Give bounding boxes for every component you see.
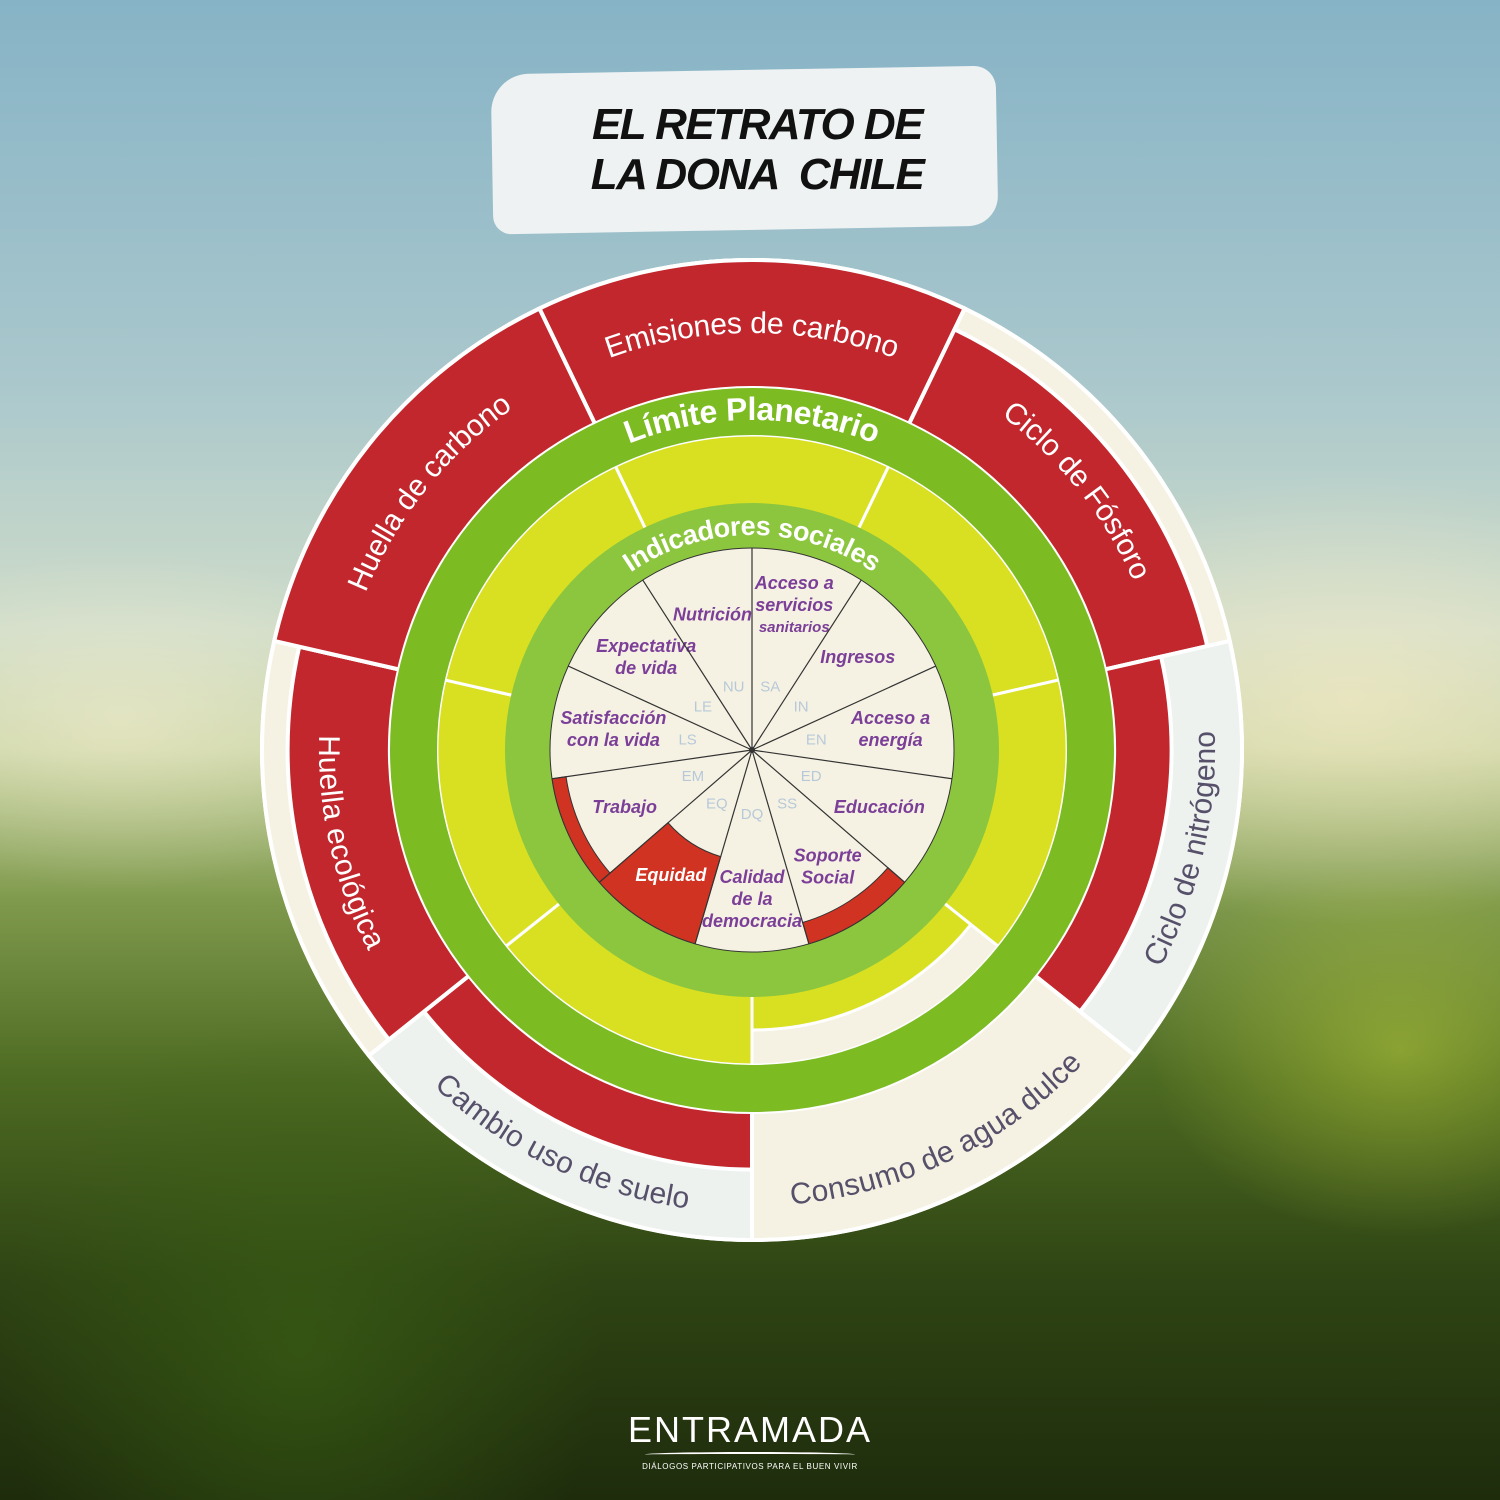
indicator-label: Acceso a xyxy=(850,708,930,728)
indicator-code: EQ xyxy=(706,796,728,813)
logo-name: ENTRAMADA xyxy=(627,1409,873,1450)
wedge-divider xyxy=(642,579,753,751)
indicator-label: Nutrición xyxy=(673,604,752,624)
wedge-divider xyxy=(751,665,936,751)
logo-wave-icon xyxy=(645,1452,855,1457)
wedge-divider xyxy=(751,749,906,883)
indicator-label: servicios xyxy=(755,595,833,615)
logo-tagline: DIÁLOGOS PARTICIPATIVOS PARA EL BUEN VIV… xyxy=(642,1462,858,1471)
indicator-label: Calidad xyxy=(719,867,785,887)
wedge-divider xyxy=(751,579,862,751)
indicator-label: Social xyxy=(801,868,855,888)
indicator-label: energía xyxy=(859,730,923,750)
indicator-code: EN xyxy=(806,732,827,749)
indicator-code: DQ xyxy=(741,806,764,823)
indicator-label: con la vida xyxy=(567,730,660,750)
page-title: EL RETRATO DE LA DONA CHILE xyxy=(492,100,1022,200)
title-line-2: LA DONA CHILE xyxy=(590,150,925,199)
planetary-boundary-ring xyxy=(390,388,1114,1112)
social-foundation-ring xyxy=(505,503,999,997)
indicator-label: Soporte xyxy=(794,846,862,866)
indicator-label: Trabajo xyxy=(592,797,657,817)
indicator-code: SA xyxy=(760,679,780,696)
indicator-label: Equidad xyxy=(635,865,707,885)
indicator-code: LE xyxy=(694,698,712,715)
indicator-code: ED xyxy=(801,768,822,785)
indicator-label: democracia xyxy=(702,911,802,931)
wedge-divider xyxy=(751,749,810,944)
indicator-label: sanitarios xyxy=(759,619,830,636)
entramada-logo: ENTRAMADA DIÁLOGOS PARTICIPATIVOS PARA E… xyxy=(620,1409,880,1472)
indicator-code: EM xyxy=(682,768,705,785)
wedge-divider xyxy=(551,749,753,780)
indicator-label: Satisfacción xyxy=(560,708,666,728)
indicator-code: SS xyxy=(777,796,797,813)
wedge-divider xyxy=(751,749,953,780)
pie-center-dot xyxy=(749,747,755,753)
title-line-1: EL RETRATO DE xyxy=(591,100,924,149)
indicator-label: de la xyxy=(731,889,772,909)
wedge-divider xyxy=(694,749,753,944)
wedge-divider xyxy=(568,665,753,751)
indicator-label: Ingresos xyxy=(820,647,895,667)
indicator-code: NU xyxy=(723,679,745,696)
indicator-label: Expectativa xyxy=(596,636,696,656)
indicator-code: LS xyxy=(678,732,696,749)
indicator-code: IN xyxy=(794,698,809,715)
wedge-divider xyxy=(598,749,753,883)
indicator-label: de vida xyxy=(615,658,677,678)
indicator-label: Acceso a xyxy=(754,573,834,593)
indicator-label: Educación xyxy=(834,797,925,817)
